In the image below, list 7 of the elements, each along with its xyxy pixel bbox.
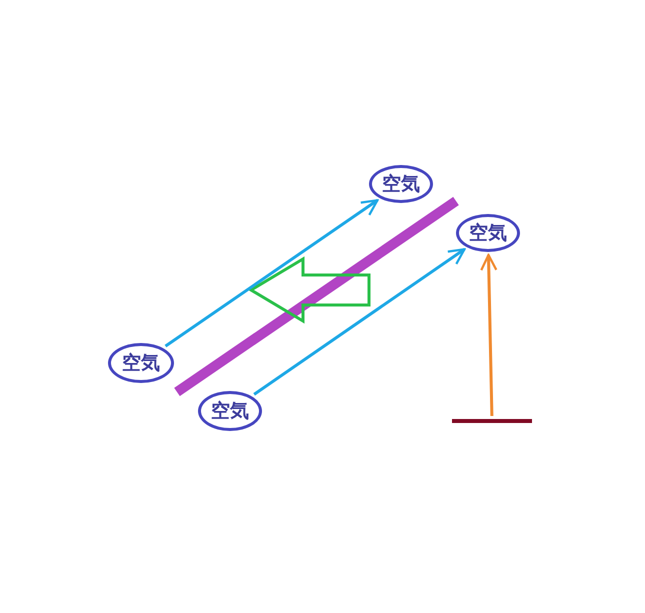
ellipse-node: 空気 bbox=[198, 391, 262, 431]
ellipse-node: 空気 bbox=[456, 214, 520, 252]
arrow bbox=[164, 199, 379, 348]
ellipse-node: 空気 bbox=[108, 343, 174, 383]
arrow bbox=[480, 254, 498, 416]
ellipse-node: 空気 bbox=[369, 165, 433, 203]
arrow bbox=[253, 248, 466, 396]
